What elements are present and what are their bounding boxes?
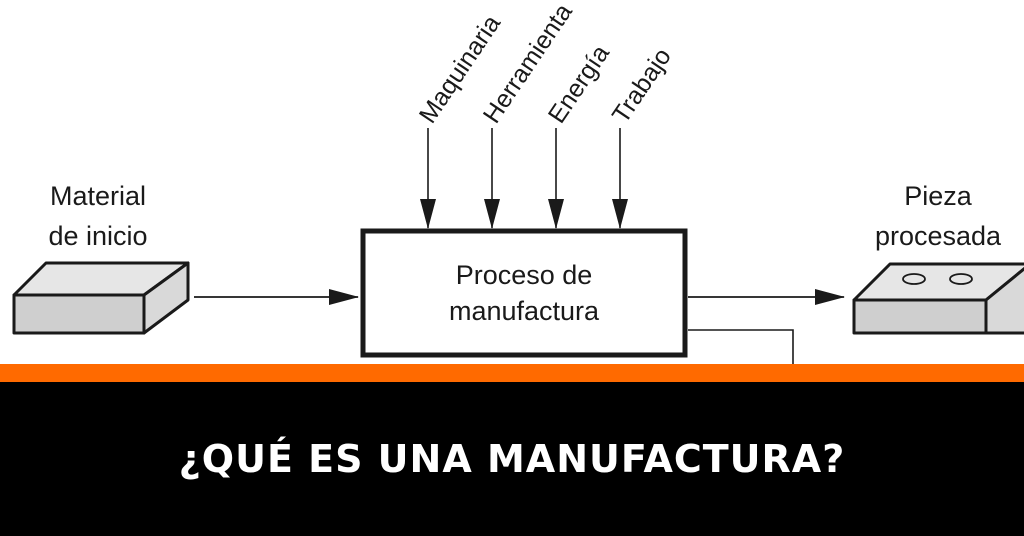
process-label-line2: manufactura xyxy=(449,296,600,326)
banner-title: ¿QUÉ ES UNA MANUFACTURA? xyxy=(178,437,846,481)
start-material-block xyxy=(12,261,190,335)
manufacturing-process-diagram: Maquinaria Herramienta Energía Trabajo M… xyxy=(12,0,1024,364)
process-box xyxy=(360,228,688,358)
input-label-trabajo: Trabajo xyxy=(607,43,677,128)
hole-1 xyxy=(902,273,926,285)
waste-line xyxy=(688,329,794,364)
input-label-energia: Energía xyxy=(543,40,615,128)
process-label-line1: Proceso de xyxy=(456,260,593,290)
start-label-line1: Material xyxy=(50,181,146,211)
output-label-line1: Pieza xyxy=(904,181,973,211)
input-arrows xyxy=(420,128,628,229)
start-label-line2: de inicio xyxy=(48,221,147,251)
output-label-line2: procesada xyxy=(875,221,1002,251)
title-banner: ¿QUÉ ES UNA MANUFACTURA? xyxy=(0,382,1024,536)
processed-part-block xyxy=(852,262,1024,335)
hole-2 xyxy=(949,273,973,285)
accent-stripe xyxy=(0,364,1024,382)
